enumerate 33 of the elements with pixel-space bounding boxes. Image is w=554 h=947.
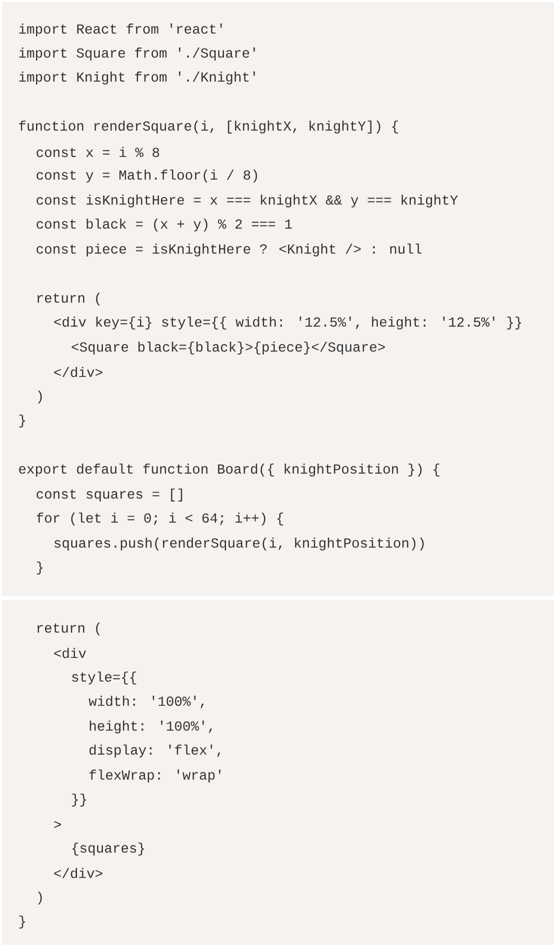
code-line: import Knight from './Knight' [19,72,255,84]
code-line: </div> [54,366,102,378]
code-line: </div> [54,868,102,878]
code-line: for (let i = 0; i < 64; i++) { [36,512,284,526]
code-line: const squares = [] [36,488,182,502]
code-line: style={{ [72,672,136,684]
code-line: <div key={i} style={{ width: '12.5%', height: '12.5%' }} [54,316,522,330]
code-line: return ( [37,292,100,306]
code-line: {squares} [72,842,144,856]
code-line: const black = (x + y) % 2 === 1 [36,218,292,232]
code-line: <div [54,648,86,658]
code-line: const isKnightHere = x === knightX && y === knightY [36,194,458,208]
code-line: const piece = isKnightHere ? <Knight /> : null [36,244,422,256]
code-line: }} [72,794,86,806]
code-line: import Square from './Square' [19,48,255,60]
code-line: ) [38,390,42,404]
code-line: import React from 'react' [19,24,222,36]
code-line: export default function Board({ knightPosition }) { [19,464,440,476]
code-line: ) [38,892,42,904]
code-line: <Square black={black}>{piece}</Square> [72,342,385,354]
code-line: height: '100%', [90,720,212,734]
code-line: squares.push(renderSquare(i, knightPosition)) [54,538,424,550]
code-line: const y = Math.floor(i / 8) [36,170,258,182]
code-line: function renderSquare(i, [knightX, knightY]) { [19,120,398,134]
code-line: display: 'flex', [90,744,220,758]
code-line: width: '100%', [88,696,204,708]
code-line: return ( [37,622,100,636]
code-line: } [19,414,25,428]
code-line: } [19,916,25,928]
code-line: > [54,820,61,828]
code-line: const x = i % 8 [36,146,160,158]
code-line: flexWrap: 'wrap' [90,770,220,782]
code-line: } [36,562,43,574]
